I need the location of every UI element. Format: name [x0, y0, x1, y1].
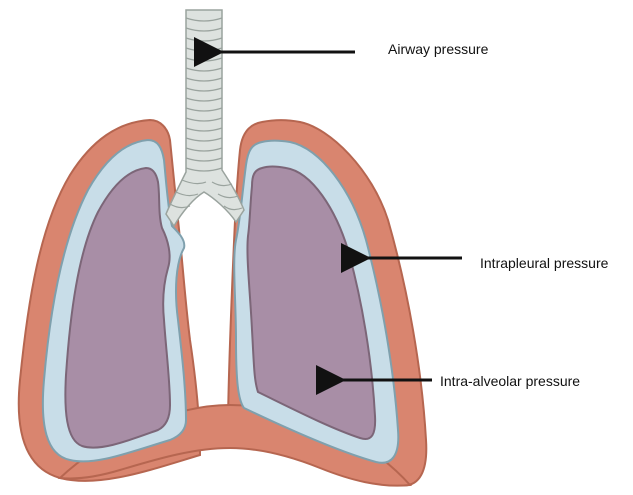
trachea	[166, 10, 244, 226]
airway-pressure-label: Airway pressure	[388, 42, 488, 56]
intra-alveolar-pressure-label: Intra-alveolar pressure	[440, 374, 580, 388]
intrapleural-pressure-label: Intrapleural pressure	[480, 256, 608, 270]
